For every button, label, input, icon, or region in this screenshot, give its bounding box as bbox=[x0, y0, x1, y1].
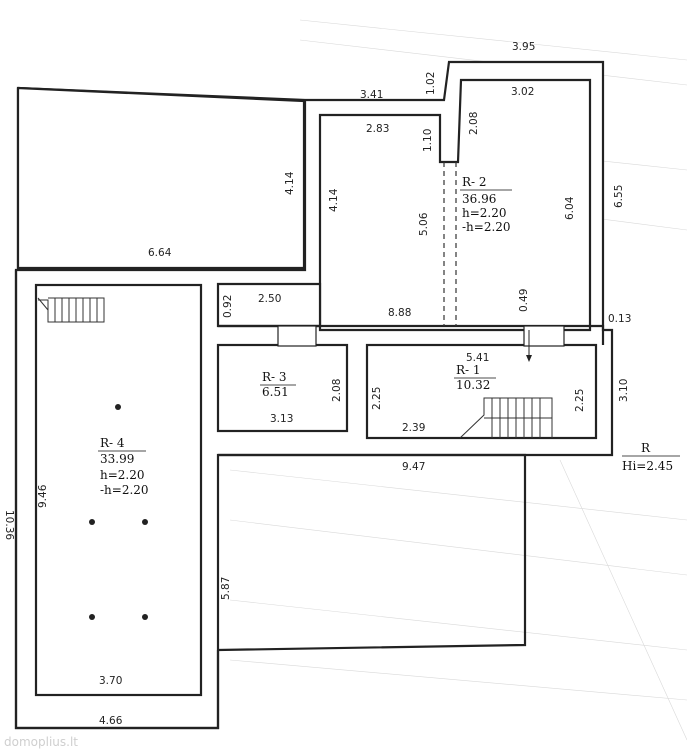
watermark-text: domoplius.lt bbox=[4, 735, 78, 749]
room-r2-name: R- 2 bbox=[462, 175, 487, 189]
dim-label: 5.41 bbox=[466, 352, 489, 364]
dim-label: 3.95 bbox=[512, 41, 535, 53]
dim-label: 3.70 bbox=[99, 675, 122, 687]
column-dot bbox=[142, 614, 148, 620]
dim-label: 2.50 bbox=[258, 293, 281, 305]
room-r1-area: 10.32 bbox=[456, 378, 490, 392]
outside-label: R Hi=2.45 bbox=[622, 441, 680, 473]
dim-label: 0.13 bbox=[608, 313, 631, 325]
room-r4-name: R- 4 bbox=[100, 436, 125, 450]
dim-label: 5.06 bbox=[418, 212, 430, 236]
dim-label: 9.47 bbox=[402, 461, 425, 473]
dim-label: 6.55 bbox=[613, 185, 625, 208]
dim-label: 4.14 bbox=[328, 188, 340, 212]
room-r4-neg-height: -h=2.20 bbox=[100, 483, 149, 497]
outer-walls bbox=[14, 60, 614, 730]
stair-r1 bbox=[459, 397, 553, 439]
column-dot bbox=[115, 404, 121, 410]
dim-label: 0.49 bbox=[518, 289, 530, 312]
dim-label: 3.02 bbox=[511, 86, 534, 98]
dim-label: 1.02 bbox=[425, 72, 437, 95]
column-dot bbox=[142, 519, 148, 525]
dim-label: 1.10 bbox=[422, 129, 434, 152]
dim-label: 5.87 bbox=[220, 577, 232, 600]
dim-label: 2.83 bbox=[366, 123, 389, 135]
dimension-labels: 3.95 1.02 3.41 3.02 2.83 1.10 2.08 4.14 … bbox=[3, 41, 631, 727]
dim-label: 2.25 bbox=[574, 389, 586, 412]
dim-label: 3.41 bbox=[360, 89, 383, 101]
room-r3-label: R- 3 6.51 bbox=[260, 370, 296, 399]
room-r4-label: R- 4 33.99 h=2.20 -h=2.20 bbox=[98, 436, 149, 497]
dim-label: 2.39 bbox=[402, 422, 425, 434]
room-r2-label: R- 2 36.96 h=2.20 -h=2.20 bbox=[460, 175, 512, 234]
dim-label: 6.64 bbox=[148, 247, 172, 259]
columns bbox=[89, 404, 148, 620]
room-r1-name: R- 1 bbox=[456, 363, 481, 377]
outside-height: Hi=2.45 bbox=[622, 459, 673, 473]
room-r2-area: 36.96 bbox=[462, 192, 496, 206]
dim-label: 10.36 bbox=[3, 510, 15, 540]
column-dot bbox=[89, 614, 95, 620]
dim-label: 4.14 bbox=[284, 171, 296, 195]
dim-label: 4.66 bbox=[99, 715, 123, 727]
dim-label: 2.25 bbox=[371, 387, 383, 410]
room-r2-neg-height: -h=2.20 bbox=[462, 220, 511, 234]
dim-label: 3.10 bbox=[618, 379, 630, 402]
dim-label: 6.04 bbox=[564, 196, 576, 220]
dim-label: 3.13 bbox=[270, 413, 293, 425]
dim-label: 9.46 bbox=[37, 484, 49, 508]
dashed-lines bbox=[443, 162, 457, 326]
dimension-arrow bbox=[526, 330, 532, 362]
room-r2-height: h=2.20 bbox=[462, 206, 507, 220]
dim-label: 0.92 bbox=[222, 295, 234, 318]
column-dot bbox=[89, 519, 95, 525]
room-r4-height: h=2.20 bbox=[100, 468, 145, 482]
stair-r4 bbox=[37, 297, 105, 323]
room-r3-area: 6.51 bbox=[262, 385, 289, 399]
room-r1-label: R- 1 10.32 bbox=[454, 363, 496, 392]
room-r3-name: R- 3 bbox=[262, 370, 287, 384]
outside-name: R bbox=[641, 441, 651, 455]
dim-label: 2.08 bbox=[468, 112, 480, 135]
room-r4-area: 33.99 bbox=[100, 452, 134, 466]
dim-label: 8.88 bbox=[388, 307, 411, 319]
dim-label: 2.08 bbox=[331, 379, 343, 402]
